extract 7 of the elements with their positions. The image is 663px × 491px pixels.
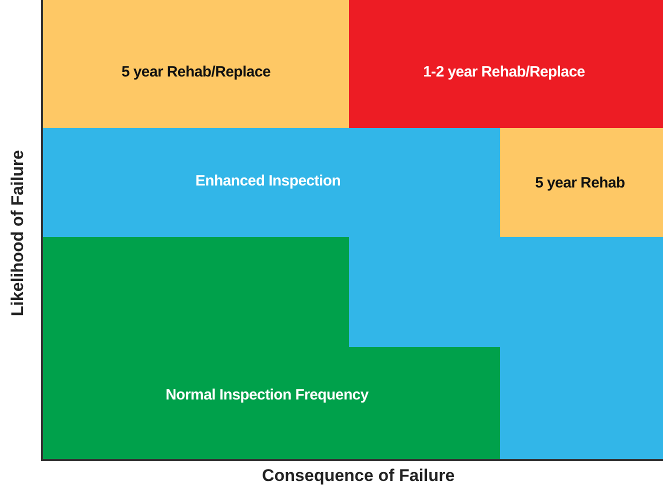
axis-title: Consequence of Failure [262, 466, 455, 486]
zone-label: 1-2 year Rehab/Replace [423, 64, 585, 80]
axis-title: Likelihood of Failure [8, 150, 28, 316]
zone-label: Normal Inspection Frequency [166, 386, 368, 404]
zone-label: 5 year Rehab [535, 174, 625, 192]
zone-label: 5 year Rehab/Replace [121, 64, 271, 80]
zone-label: Enhanced Inspection [195, 172, 341, 190]
